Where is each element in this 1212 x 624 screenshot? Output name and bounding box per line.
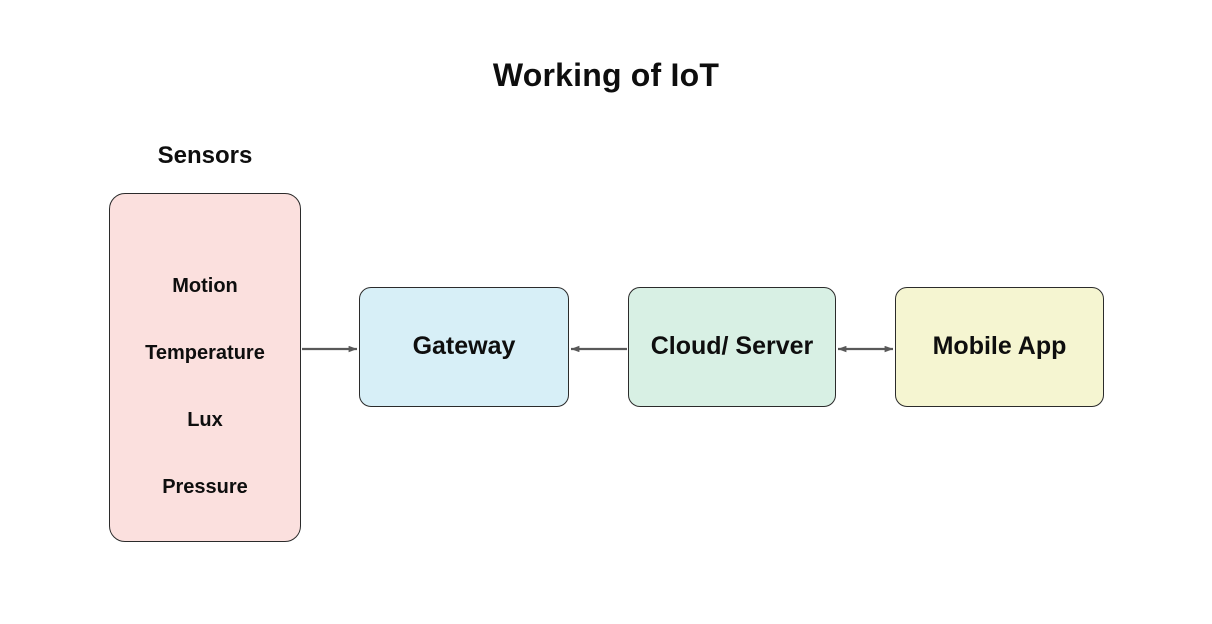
node-mobile-app[interactable]: Mobile App [895, 287, 1104, 407]
node-gateway-label: Gateway [412, 332, 516, 361]
page-title: Working of IoT [492, 57, 720, 93]
node-cloud-server[interactable]: Cloud/ Server [628, 287, 836, 407]
list-item: Lux [187, 408, 223, 431]
sensors-group-label: Sensors [157, 142, 253, 169]
node-gateway[interactable]: Gateway [359, 287, 569, 407]
list-item: Pressure [162, 475, 248, 498]
node-mobile-app-label: Mobile App [932, 332, 1067, 361]
node-sensors[interactable]: Motion Temperature Lux Pressure [109, 193, 301, 542]
list-item: Temperature [145, 341, 265, 364]
list-item: Motion [172, 274, 238, 297]
node-cloud-server-label: Cloud/ Server [650, 332, 814, 361]
